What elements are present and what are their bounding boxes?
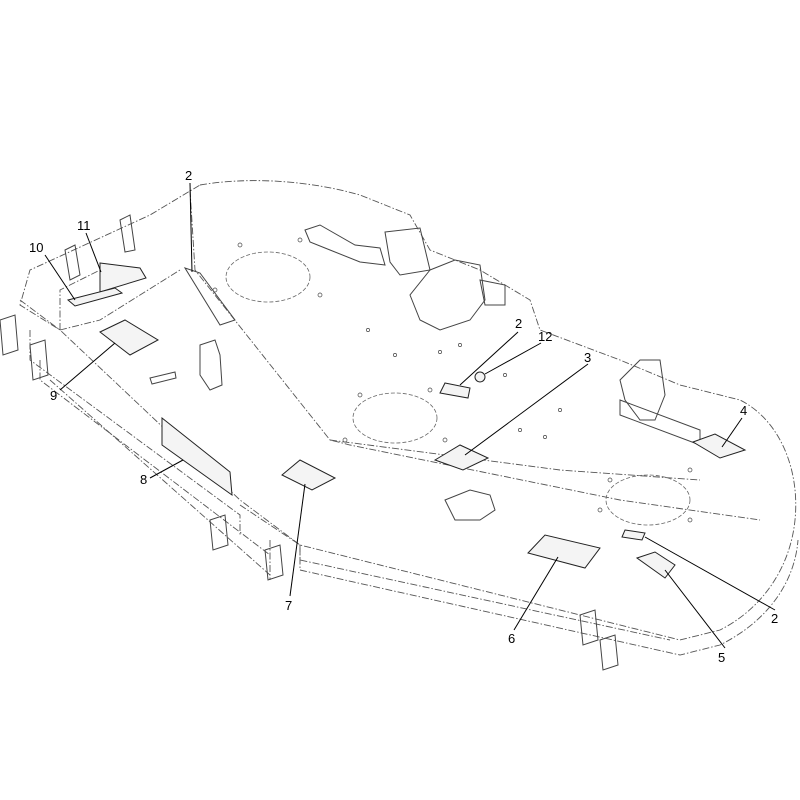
decal-8 <box>161 416 233 497</box>
leader-lines <box>44 182 776 649</box>
decal-2-upper <box>439 382 471 399</box>
decal-6 <box>527 534 601 569</box>
decal-11 <box>99 262 147 293</box>
callout-label: 7 <box>285 598 292 613</box>
callout-label: 8 <box>140 472 147 487</box>
callout-label: 10 <box>29 240 43 255</box>
decal-12 <box>474 371 486 383</box>
decal-9 <box>99 319 160 356</box>
callout-label: 2 <box>515 316 522 331</box>
decal-7 <box>281 459 337 491</box>
callout-label: 2 <box>185 168 192 183</box>
callout-label: 3 <box>584 350 591 365</box>
decal-2-front <box>621 529 646 541</box>
callout-label: 9 <box>50 388 57 403</box>
deck-outline <box>19 180 799 656</box>
decals <box>66 262 747 579</box>
callout-label: 5 <box>718 650 725 665</box>
callout-label: 6 <box>508 631 515 646</box>
callout-labels: 2 11 10 9 8 7 2 12 3 4 6 5 2 <box>29 168 778 665</box>
bolt-holes <box>212 237 693 523</box>
decal-4 <box>691 433 747 459</box>
callout-label: 12 <box>538 329 552 344</box>
callout-label: 4 <box>740 403 747 418</box>
decal-5 <box>635 551 676 579</box>
decal-10 <box>66 287 124 307</box>
spindle-holes <box>225 251 691 526</box>
decal-3 <box>433 444 490 471</box>
callout-label: 11 <box>77 218 91 233</box>
callout-label: 2 <box>771 611 778 626</box>
brackets <box>0 214 701 671</box>
